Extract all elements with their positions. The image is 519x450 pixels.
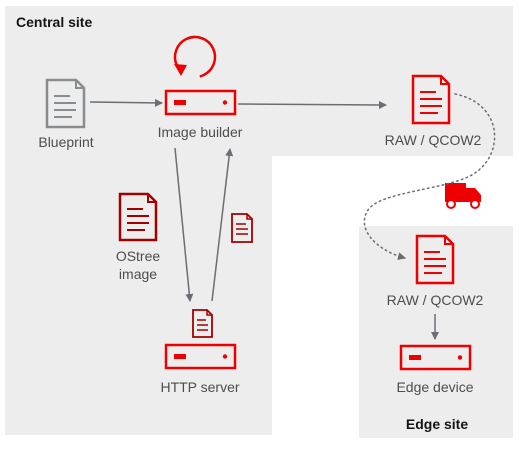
truck-icon [445, 183, 481, 209]
http-server-icon [164, 343, 237, 370]
raw-qcow2-edge-document-icon [415, 234, 455, 285]
raw-qcow2-central-label: RAW / QCOW2 [384, 132, 482, 148]
raw-qcow2-edge-label: RAW / QCOW2 [386, 292, 484, 308]
central-site-title: Central site [16, 14, 93, 30]
blueprint-document-icon [45, 78, 86, 129]
refresh-icon [173, 35, 217, 79]
arrow-http-to-builder [211, 148, 234, 302]
arrow-builder-to-raw [237, 100, 387, 109]
edge-site-title: Edge site [405, 416, 469, 432]
raw-qcow2-central-document-icon [411, 74, 451, 125]
blueprint-label: Blueprint [38, 134, 94, 150]
edge-device-server-icon [399, 344, 472, 371]
edge-site-region [359, 226, 513, 438]
ostree-image-label-line1: OStree [115, 248, 161, 264]
arrow-builder-to-http [174, 147, 194, 302]
small-document-icon-http [192, 309, 213, 338]
central-site-region [5, 6, 513, 435]
arrow-blueprint-to-builder [89, 98, 163, 107]
ostree-image-document-icon [118, 192, 158, 242]
image-builder-label: Image builder [157, 124, 243, 140]
image-builder-server-icon [164, 89, 237, 116]
dotted-transfer-path [363, 93, 496, 261]
edge-device-label: Edge device [396, 379, 474, 395]
http-server-label: HTTP server [160, 379, 240, 395]
small-document-icon-upload [231, 213, 253, 243]
ostree-image-label-line2: image [118, 266, 158, 282]
